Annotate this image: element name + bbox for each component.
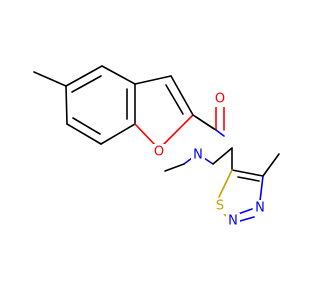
bond-benzene-5-inner: [72, 117, 101, 135]
molecule-canvas: O O N S N N: [33, 65, 280, 229]
bond-furan-c3-c2-inner: [165, 84, 184, 115]
bond-benzene-1-inner: [71, 75, 102, 93]
bond-furan-c3a-c3: [134, 75, 172, 85]
bond-thiadiazole-c4-n: [259, 175, 264, 202]
atom-n-ring-1: N: [253, 200, 267, 216]
bond-benzene-2: [101, 65, 136, 85]
bond-furan-o-c7a: [134, 123, 157, 147]
bond-methyl-thiadiazole: [262, 153, 280, 177]
bond-benzene-6: [65, 85, 68, 125]
molecule-structure: O O N S N N: [33, 65, 280, 229]
atom-n-ring-2: N: [226, 213, 240, 229]
atom-n-amide-label: N: [193, 148, 203, 163]
atom-o-furan-bg: [152, 144, 166, 160]
bond-thiadiazole-c5-c4: [231, 169, 264, 177]
atom-o-carbonyl-label: O: [215, 92, 225, 107]
atom-s-thiadiazole: S: [213, 198, 227, 214]
atom-n-amide: N: [191, 147, 205, 163]
bond-thiadiazole-c5-c4-inner: [237, 176, 260, 182]
atom-n-ring-2-label: N: [228, 214, 238, 229]
atom-s-thiadiazole-bg: [213, 198, 227, 214]
bond-n-methyl-black: [164, 163, 185, 172]
atom-n-ring-2-bg: [226, 213, 240, 229]
bond-n-methyl: [183, 157, 193, 165]
bond-thiadiazole-n-n-2: [239, 216, 255, 222]
atom-n-amide-bg: [191, 147, 205, 163]
bond-layer: [33, 65, 280, 222]
bond-thiadiazole-n-n-1: [237, 208, 253, 215]
bond-carbonyl-n: [215, 129, 225, 137]
atom-n-ring-1-label: N: [255, 201, 265, 216]
bond-benzene-1: [65, 65, 103, 87]
bond-methyl-benzene: [33, 71, 67, 87]
bond-n-ch2-black: [212, 147, 233, 165]
bond-benzene-4: [100, 123, 136, 145]
atom-o-furan-label: O: [154, 145, 164, 160]
bond-carbonyl-n-black: [195, 116, 215, 130]
bond-benzene-5: [66, 123, 102, 145]
bond-furan-c2-o: [162, 114, 194, 146]
bond-furan-c3-c2: [170, 75, 194, 116]
atom-o-carbonyl: O: [213, 91, 227, 107]
atom-o-furan: O: [152, 144, 166, 160]
atom-n-ring-1-bg: [253, 200, 267, 216]
atom-layer: O O N S N N: [152, 91, 267, 229]
atom-s-thiadiazole-label: S: [216, 199, 224, 214]
atom-o-carbonyl-bg: [213, 91, 227, 107]
bond-n-ch2: [203, 157, 214, 165]
bond-thiadiazole-c5-s: [218, 169, 233, 198]
